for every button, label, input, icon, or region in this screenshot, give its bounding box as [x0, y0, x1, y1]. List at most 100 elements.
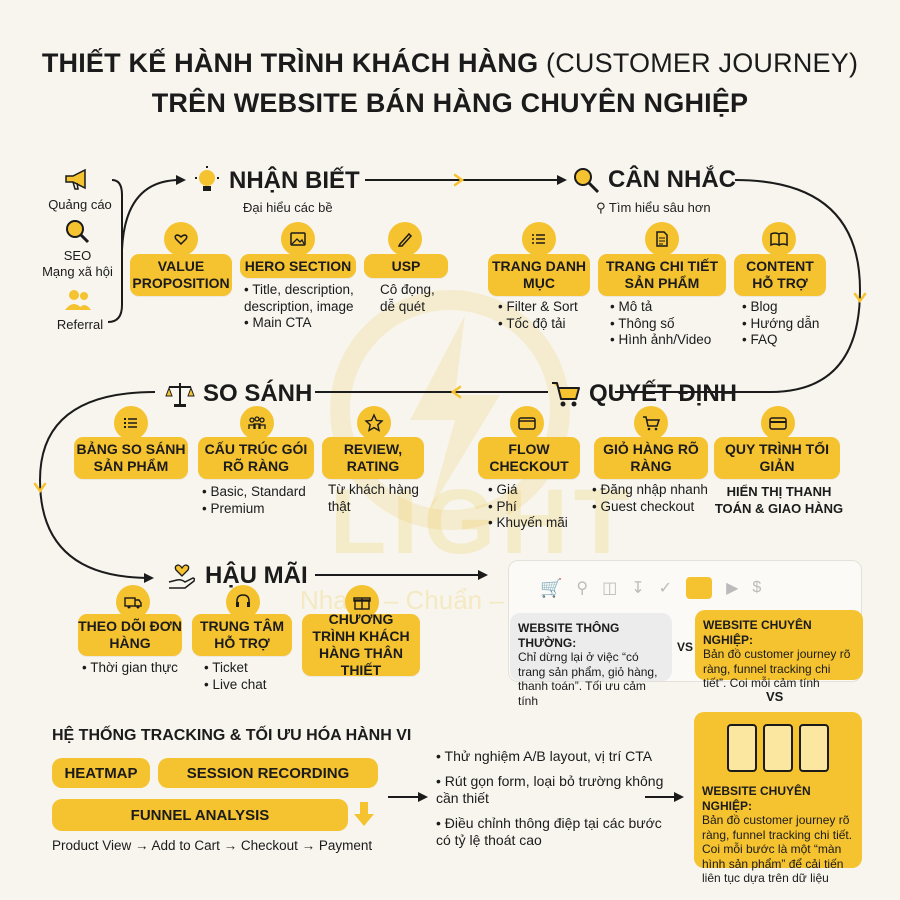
- source-ads: Quảng cáo: [48, 197, 112, 212]
- title-line1-bold: THIẾT KẾ HÀNH TRÌNH KHÁCH HÀNG: [41, 48, 539, 78]
- cart-bullet: Guest checkout: [592, 499, 722, 516]
- package-bullet: Premium: [202, 501, 322, 518]
- product-page-bullet: Hình ảnh/Video: [610, 332, 730, 349]
- support-center-bullet: Live chat: [204, 677, 294, 694]
- optimization-action: Thử nghiệm A/B layout, vị trí CTA: [436, 748, 666, 765]
- product-page-bullet: Thông số: [610, 316, 730, 333]
- star-icon: [357, 406, 391, 440]
- heart-hand-large-icon: [168, 564, 196, 589]
- card-check-icon: [510, 406, 544, 440]
- title-line1-light: (CUSTOMER JOURNEY): [546, 48, 859, 78]
- pro-website-card: WEBSITE CHUYÊN NGHIỆP: Bản đồ customer j…: [695, 610, 863, 690]
- book-icon: [762, 222, 796, 256]
- payment-card-icon: [761, 406, 795, 440]
- pro-website-title: WEBSITE CHUYÊN NGHIỆP:: [703, 618, 812, 647]
- phone-screen-icon: [763, 724, 793, 772]
- cart-outline-icon: 🛒: [540, 577, 563, 598]
- document-icon: [645, 222, 679, 256]
- cart-icon: [552, 382, 580, 407]
- decision-checkout-flow: FLOW CHECKOUT: [478, 437, 580, 479]
- pro-website-detail-title: WEBSITE CHUYÊN NGHIỆP:: [702, 784, 811, 813]
- list-icon: [522, 222, 556, 256]
- normal-website-title: WEBSITE THÔNG THƯỜNG:: [518, 621, 620, 650]
- source-referral: Referral: [56, 317, 104, 332]
- support-center-bullets: Ticket Live chat: [204, 660, 294, 693]
- stage-comparison-title: SO SÁNH: [165, 380, 312, 408]
- package-bullet: Basic, Standard: [202, 484, 322, 501]
- category-bullet: Tốc độ tải: [498, 316, 598, 333]
- support-bullet: FAQ: [742, 332, 832, 349]
- hero-bullet: Main CTA: [244, 315, 374, 332]
- order-tracking-bullets: Thời gian thực: [82, 660, 202, 677]
- cart-bullet: Đăng nhập nhanh: [592, 482, 722, 499]
- vs-label-1: VS: [677, 640, 694, 654]
- checkout-bullet: Giá: [488, 482, 588, 499]
- support-bullet: Blog: [742, 299, 832, 316]
- optimization-actions: Thử nghiệm A/B layout, vị trí CTA Rút gọ…: [436, 748, 666, 849]
- gift-icon: [345, 585, 379, 619]
- search-icon: [64, 218, 90, 249]
- consideration-support-content: CONTENT HỖ TRỢ: [734, 254, 826, 296]
- source-seo: SEO Mạng xã hội: [42, 248, 113, 279]
- payment-card-highlight-icon: [686, 577, 713, 599]
- optimization-action: Rút gọn form, loại bỏ trường không cần t…: [436, 773, 666, 807]
- pen-icon: [388, 222, 422, 256]
- cart-outline-icon: ◫: [602, 580, 618, 597]
- review-note: Từ khách hàng thật: [328, 482, 419, 514]
- cart-bullets: Đăng nhập nhanh Guest checkout: [592, 482, 722, 515]
- aftersales-title: HẬU MÃI: [205, 562, 308, 589]
- normal-website-card: WEBSITE THÔNG THƯỜNG: Chỉ dừng lại ở việ…: [510, 613, 672, 708]
- stage-consideration-title: CÂN NHẮC: [572, 166, 736, 194]
- checkout-bullet: Phí: [488, 499, 588, 516]
- funnel-analysis-pill: FUNNEL ANALYSIS: [52, 799, 348, 831]
- awareness-hero-bullets: Title, description, description, image M…: [244, 282, 374, 332]
- search-outline-icon: ⚲: [576, 580, 589, 597]
- checkout-bullets: Giá Phí Khuyến mãi: [488, 482, 588, 532]
- awareness-subtitle: Đại hiểu các bề: [243, 200, 333, 215]
- support-bullet: Hướng dẫn: [742, 316, 832, 333]
- page-title: THIẾT KẾ HÀNH TRÌNH KHÁCH HÀNG (CUSTOMER…: [0, 48, 900, 79]
- phone-screen-icon: [727, 724, 757, 772]
- tracking-title: HỆ THỐNG TRACKING & TỐI ƯU HÓA HÀNH VI: [52, 727, 412, 744]
- aftersales-loyalty-program: CHƯƠNG TRÌNH KHÁCH HÀNG THÂN THIẾT: [302, 611, 420, 678]
- people-group-icon: [240, 406, 274, 440]
- tag-icon: ▶: [726, 580, 739, 597]
- stage-awareness-title: NHẬN BIẾT: [193, 166, 360, 196]
- stage-decision-title: QUYẾT ĐỊNH: [551, 380, 737, 408]
- phone-screen-icon: [799, 724, 829, 772]
- users-icon: [64, 288, 92, 317]
- consideration-subtitle-text: Tìm hiểu sâu hơn: [608, 200, 711, 215]
- scale-icon: [165, 383, 195, 407]
- order-tracking-bullet: Thời gian thực: [82, 660, 202, 677]
- simple-process-note: HIỂN THỊ THANH TOÁN & GIAO HÀNG: [714, 484, 844, 516]
- headset-icon: [226, 585, 260, 619]
- consideration-category-page: TRANG DANH MỤC: [488, 254, 590, 296]
- support-center-bullet: Ticket: [204, 660, 294, 677]
- comparison-review-rating: REVIEW, RATING: [322, 437, 424, 479]
- awareness-value-proposition: VALUE PROPOSITION: [130, 254, 232, 296]
- check-doc-icon: ✓: [658, 580, 673, 597]
- optimization-action: Điều chỉnh thông điệp tại các bước có tỷ…: [436, 815, 666, 849]
- product-page-bullet: Mô tả: [610, 299, 730, 316]
- truck-icon: [116, 585, 150, 619]
- hero-bullet: Title, description, description, image: [244, 282, 374, 315]
- comparison-title: SO SÁNH: [203, 380, 313, 407]
- comparison-package-structure: CẤU TRÚC GÓI RÕ RÀNG: [198, 437, 314, 479]
- consideration-title: CÂN NHẮC: [608, 166, 736, 193]
- down-arrow-icon: [352, 800, 376, 833]
- megaphone-icon: [63, 167, 91, 196]
- decision-clear-cart: GIỎ HÀNG RÕ RÀNG: [594, 437, 708, 479]
- support-content-bullets: Blog Hướng dẫn FAQ: [742, 299, 832, 349]
- funnel-icon-strip: 🛒 ⚲ ◫ ↧ ✓ ▶ $: [540, 573, 830, 603]
- consideration-product-page: TRANG CHI TIẾT SẢN PHẨM: [598, 254, 726, 296]
- aftersales-support-center: TRUNG TÂM HỖ TRỢ: [192, 614, 292, 656]
- vs-label-2: VS: [766, 689, 784, 704]
- usp-note: Cô đọng, dễ quét: [380, 282, 435, 314]
- small-search-icon: ⚲: [596, 200, 606, 215]
- category-bullet: Filter & Sort: [498, 299, 598, 316]
- package-bullets: Basic, Standard Premium: [202, 484, 322, 517]
- heatmap-pill: HEATMAP: [52, 758, 150, 788]
- checkout-bullet: Khuyến mãi: [488, 515, 588, 532]
- pro-website-detail-card: WEBSITE CHUYÊN NGHIỆP: Bản đồ customer j…: [694, 712, 862, 885]
